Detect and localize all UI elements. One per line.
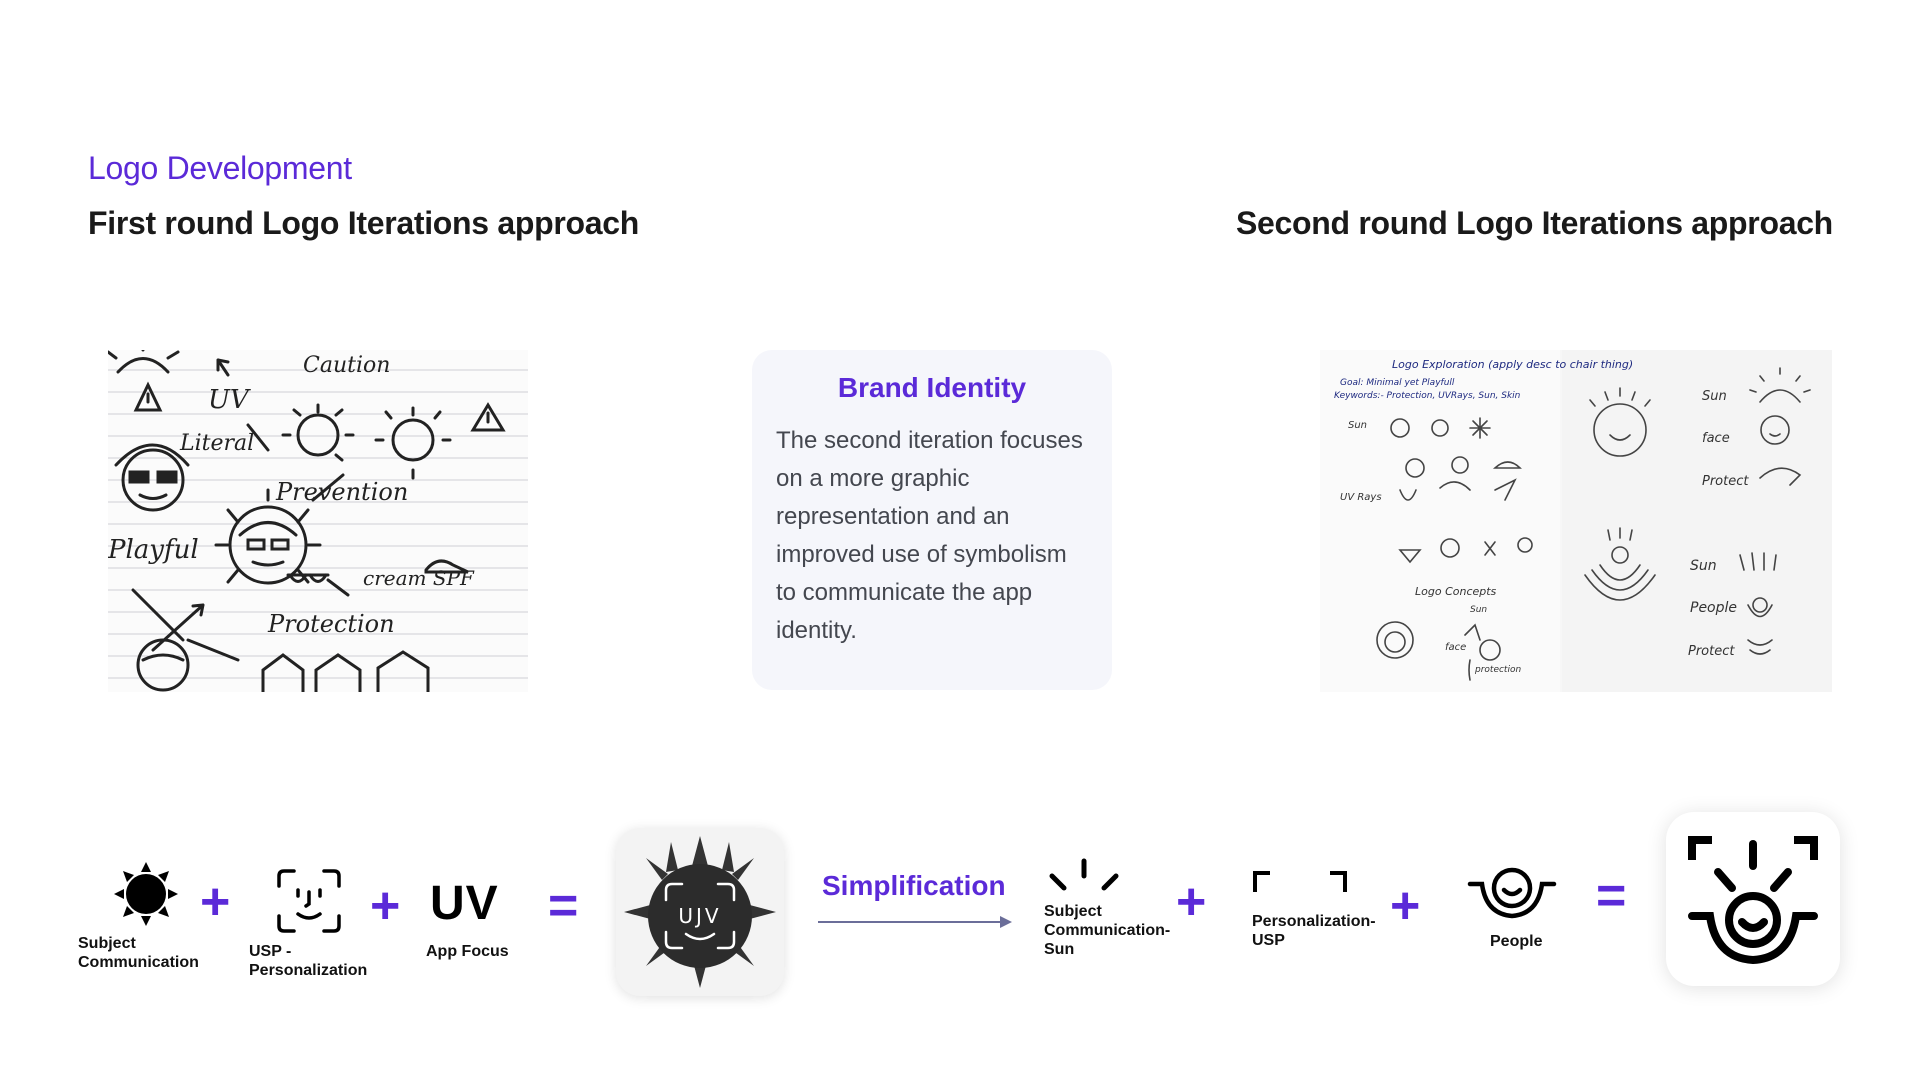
sketch2-face-r-word: face <box>1702 431 1730 446</box>
caption-app-focus: App Focus <box>426 943 509 960</box>
sketch1-cream-word: cream SPF <box>363 566 475 590</box>
sketch2-goal-word: Goal: Minimal yet Playfull <box>1340 378 1455 388</box>
sketch1-caution-word: Caution <box>303 353 390 378</box>
sketch2-protect-r-word: Protect <box>1702 474 1749 489</box>
sketch1-playful-word: Playful <box>108 535 199 565</box>
logo-uv-letters: UJV <box>678 904 721 928</box>
first-round-title: First round Logo Iterations approach <box>88 205 639 241</box>
face-id-icon <box>276 868 342 934</box>
sketch1-literal-word: Literal <box>179 431 254 456</box>
equals-operator: = <box>1596 867 1627 925</box>
sketch1-uv-word: UV <box>208 385 251 415</box>
sketch2-keywords-word: Keywords:- Protection, UVRays, Sun, Skin <box>1334 391 1521 401</box>
sketch2-sun-r1-word: Sun <box>1702 389 1727 404</box>
plus-operator: + <box>200 873 231 931</box>
final-logo-icon <box>1666 812 1840 986</box>
arrow-right-icon <box>816 912 1012 932</box>
plus-operator: + <box>1176 873 1207 931</box>
second-round-sketch: Logo Exploration (apply desc to chair th… <box>1320 350 1832 692</box>
sketch2-uvrays-word: UV Rays <box>1340 492 1382 503</box>
caption-usp-personalization: USP - Personalization <box>249 943 368 979</box>
sketch2-concepts-word: Logo Concepts <box>1415 585 1497 598</box>
hand-drawn-sketch-icon: Logo Exploration (apply desc to chair th… <box>1320 350 1832 692</box>
uv-sun-face-logo-icon: UJV <box>616 828 784 996</box>
sketch2-sun-small-word: Sun <box>1470 605 1487 615</box>
sketch2-protect-r2-word: Protect <box>1688 644 1735 659</box>
plus-operator: + <box>1390 877 1421 935</box>
first-round-sketch: Caution UV Literal Prevention Playful cr… <box>108 350 528 692</box>
corner-brackets-icon <box>1252 870 1348 894</box>
sketch1-prevention-word: Prevention <box>275 478 408 506</box>
sketch2-protection-small-word: protection <box>1474 665 1521 675</box>
caption-subject-communication: Subject Communication <box>78 935 199 971</box>
simplification-label: Simplification <box>822 870 1006 901</box>
sketch2-face-word: face <box>1445 642 1466 653</box>
section-label: Logo Development <box>88 150 352 186</box>
sun-icon <box>108 858 188 938</box>
second-round-title: Second round Logo Iterations approach <box>1236 205 1833 241</box>
sketch2-people-r-word: People <box>1690 600 1737 616</box>
hand-drawn-sketch-icon: Caution UV Literal Prevention Playful cr… <box>108 350 528 692</box>
caption-people: People <box>1490 933 1543 950</box>
brand-identity-title: Brand Identity <box>837 372 1027 403</box>
sketch1-protection-word: Protection <box>267 610 395 638</box>
caption-subject-sun: Subject Communication- Sun <box>1044 903 1171 958</box>
sketch2-sun-left-word: Sun <box>1348 420 1367 431</box>
smiling-person-icon <box>1466 862 1558 922</box>
uv-text: UV <box>430 877 499 930</box>
caption-personalization-usp: Personalization- USP <box>1252 913 1376 949</box>
plus-operator: + <box>370 877 401 935</box>
brand-identity-card: Brand Identity The second iteration focu… <box>752 350 1112 690</box>
equals-operator: = <box>548 877 579 935</box>
sketch2-sun-r2-word: Sun <box>1690 558 1717 574</box>
sketch2-title-word: Logo Exploration (apply desc to chair th… <box>1392 358 1633 371</box>
brand-identity-body: The second iteration focuses on a more g… <box>776 427 1083 644</box>
sun-rays-icon <box>1044 856 1124 900</box>
